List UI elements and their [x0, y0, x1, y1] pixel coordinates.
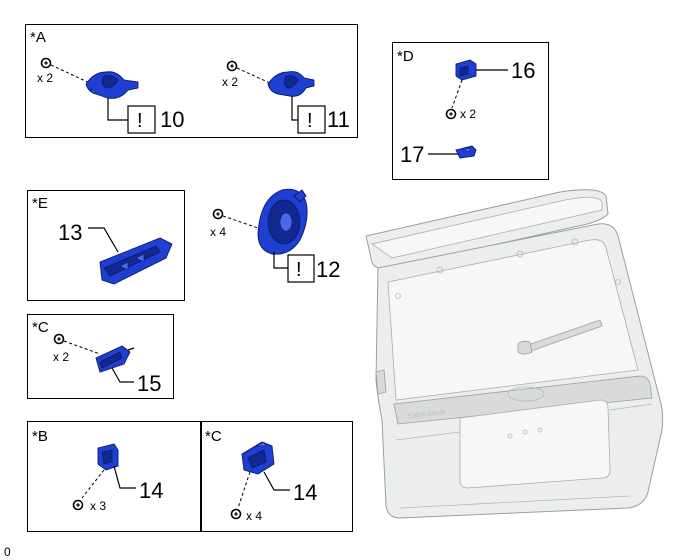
- panel-c-upper-qty: x 2: [53, 350, 69, 364]
- panel-d: *D 16 x 2 17: [392, 42, 549, 180]
- caution-icon: !: [307, 110, 313, 132]
- bracket-part-10: [85, 71, 139, 99]
- part-number-16: 16: [511, 58, 535, 83]
- panel-c-lower-label: *C: [205, 428, 222, 445]
- screw-icon: [72, 499, 84, 511]
- caution-box-11: !: [297, 105, 326, 134]
- part-number-13: 13: [58, 220, 82, 245]
- panel-a-qty-left: x 2: [37, 71, 53, 85]
- emblem-icon: [507, 386, 545, 402]
- screw-icon: [40, 57, 52, 69]
- caution-box-12: !: [287, 254, 315, 283]
- speaker-qty: x 4: [210, 225, 226, 239]
- part-number-14b: 14: [139, 478, 163, 503]
- cover-part-17: [455, 145, 477, 159]
- part-number-15: 15: [137, 371, 161, 396]
- panel-e-label: *E: [32, 195, 48, 212]
- panel-a: *A x 2 ! 10 x 2: [25, 24, 358, 138]
- panel-c-lower-qty: x 4: [246, 509, 262, 523]
- panel-c-upper-label: *C: [32, 319, 49, 336]
- panel-b-qty: x 3: [90, 499, 106, 513]
- screw-icon: [53, 333, 65, 345]
- part-number-11: 11: [327, 107, 350, 132]
- corner-mark: 0: [4, 545, 11, 559]
- bracket-part-14c: [241, 441, 275, 475]
- screw-icon: [212, 208, 224, 220]
- panel-a-qty-right: x 2: [222, 75, 238, 89]
- screw-icon: [445, 108, 457, 120]
- panel-b-label: *B: [32, 428, 48, 445]
- clip-part-16: [455, 59, 477, 81]
- panel-c-lower: *C 14 x 4: [200, 421, 353, 532]
- speaker-part-12: [257, 188, 308, 255]
- ecu-part-13: [99, 237, 173, 285]
- caution-icon: !: [296, 259, 302, 281]
- part-number-17: 17: [400, 142, 424, 167]
- part-number-12: 12: [316, 257, 340, 282]
- panel-e: *E 13: [27, 190, 185, 301]
- panel-b: *B 14 x 3: [27, 421, 202, 532]
- panel-d-label: *D: [397, 48, 414, 65]
- bracket-part-11: [267, 71, 315, 97]
- panel-c-upper: *C x 2 15: [27, 314, 174, 399]
- panel-d-qty: x 2: [460, 107, 476, 121]
- door-badge-text: 5.8000 DRIVE: [408, 410, 447, 420]
- screw-icon: [226, 60, 238, 72]
- caution-icon: !: [137, 110, 143, 132]
- screw-icon: [230, 508, 242, 520]
- speaker-assembly: x 4 ! 12: [210, 188, 340, 283]
- part-number-14c: 14: [293, 480, 317, 505]
- caution-box-10: !: [127, 105, 156, 134]
- panel-a-label: *A: [30, 29, 46, 46]
- back-door-illustration: 5.8000 DRIVE: [365, 189, 664, 519]
- part-number-10: 10: [160, 107, 184, 132]
- bracket-part-14b: [97, 443, 119, 471]
- sensor-part-15: [95, 345, 135, 373]
